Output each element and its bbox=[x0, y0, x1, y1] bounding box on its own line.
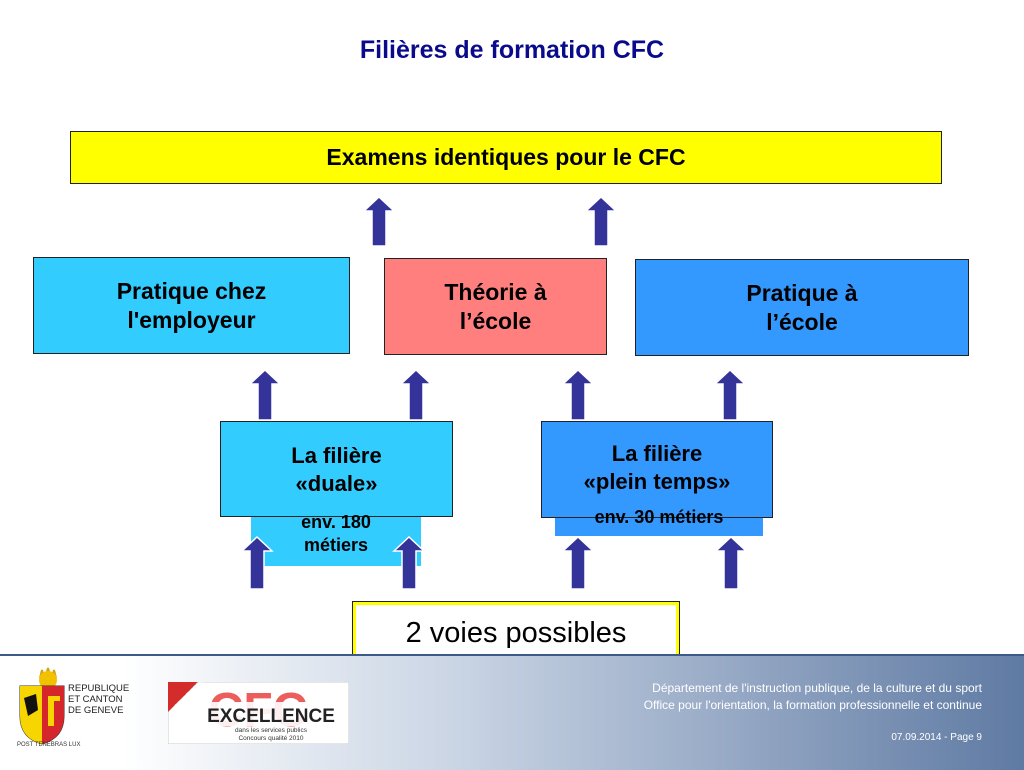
duale-line2: «duale» bbox=[295, 470, 378, 496]
box-pratique-employeur-line2: l'employeur bbox=[127, 306, 256, 333]
voies-label: 2 voies possibles bbox=[405, 616, 627, 649]
footer-department: Département de l'instruction publique, d… bbox=[652, 681, 982, 695]
box-pratique-employeur: Pratique chez l'employeur bbox=[33, 257, 350, 354]
arrow-plein-to-ecole bbox=[713, 368, 747, 421]
footer bbox=[0, 654, 1024, 770]
duale-line1: La filière bbox=[291, 443, 382, 468]
logo-text-line2: ET CANTON bbox=[68, 694, 123, 705]
footer-office: Office pour l'orientation, la formation … bbox=[643, 698, 982, 712]
cfc-tag1: dans les services publics bbox=[235, 727, 308, 734]
duale-sub: env. 180 métiers bbox=[251, 511, 421, 558]
arrow-voies-to-plein-left bbox=[561, 535, 595, 590]
plein-sub: env. 30 métiers bbox=[594, 507, 724, 527]
box-pratique-ecole: Pratique à l’école bbox=[635, 259, 969, 356]
box-theorie-ecole: Théorie à l’école bbox=[384, 258, 607, 355]
plein-line1: La filière bbox=[611, 441, 703, 466]
box-pratique-ecole-line1: Pratique à bbox=[746, 279, 858, 306]
footer-date-page: 07.09.2014 - Page 9 bbox=[891, 732, 982, 743]
geneva-logo-text: REPUBLIQUE ET CANTON DE GENEVE bbox=[68, 683, 129, 716]
cfc-tag2: Concours qualité 2010 bbox=[238, 735, 303, 742]
logo-text-line3: DE GENEVE bbox=[68, 705, 124, 716]
box-pratique-employeur-line1: Pratique chez bbox=[116, 277, 267, 304]
arrow-theorie-to-exam bbox=[362, 195, 396, 247]
cfc-excellence-logo: CFC PRIX SUISSE EXCELLENCE dans les serv… bbox=[168, 682, 349, 744]
duale-sub-line1: env. 180 bbox=[301, 512, 371, 532]
duale-sub-line2: métiers bbox=[303, 535, 369, 556]
arrow-ecole-to-exam bbox=[584, 195, 618, 247]
slide-title: Filières de formation CFC bbox=[359, 36, 665, 64]
box-plein-extension bbox=[555, 516, 763, 536]
logo-motto: POST TENEBRAS LUX bbox=[17, 742, 81, 748]
arrow-duale-to-theorie bbox=[399, 368, 433, 421]
box-theorie-ecole-line2: l’école bbox=[459, 307, 532, 334]
box-filiere-duale: La filière «duale» bbox=[220, 421, 453, 517]
box-theorie-ecole-line1: Théorie à bbox=[444, 278, 547, 305]
geneva-coat-of-arms-logo bbox=[19, 667, 65, 745]
box-filiere-plein-temps: La filière «plein temps» bbox=[541, 421, 773, 518]
box-pratique-ecole-line2: l’école bbox=[766, 308, 838, 335]
exam-box: Examens identiques pour le CFC bbox=[70, 131, 942, 184]
plein-line2: «plein temps» bbox=[583, 468, 731, 494]
arrow-duale-to-employeur bbox=[248, 368, 282, 421]
arrow-plein-to-theorie bbox=[561, 368, 595, 421]
cfc-brand: EXCELLENCE bbox=[207, 706, 335, 727]
arrow-voies-to-plein-right bbox=[714, 535, 748, 590]
logo-text-line1: REPUBLIQUE bbox=[68, 683, 130, 694]
